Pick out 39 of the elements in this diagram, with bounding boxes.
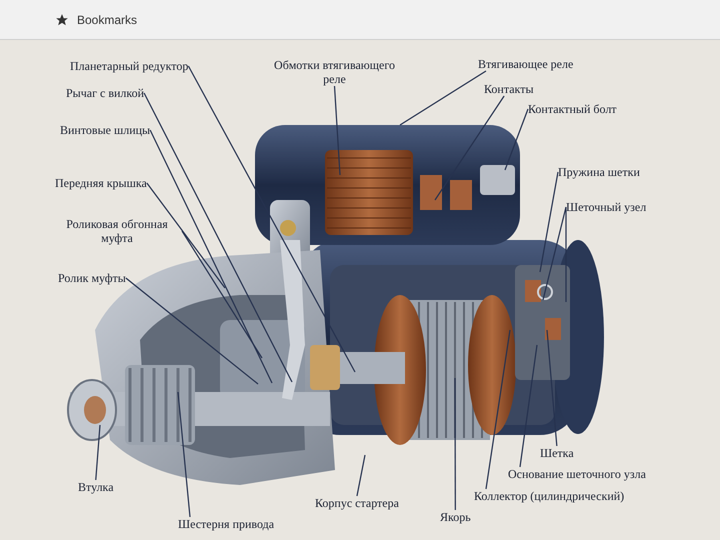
leader-line — [542, 206, 567, 300]
leader-line — [95, 424, 101, 480]
leader-line — [188, 66, 356, 372]
part-label: Планетарный редуктор — [70, 59, 188, 73]
leader-line — [519, 344, 538, 468]
part-label: Обмотки втягивающего реле — [272, 58, 397, 86]
part-label: Контактный болт — [528, 102, 617, 116]
leader-line — [334, 86, 341, 176]
leader-line — [504, 108, 529, 170]
leader-line — [177, 392, 191, 518]
part-label: Якорь — [440, 510, 471, 524]
bookmarks-text: Bookmarks — [77, 12, 138, 28]
part-label: Шестерня привода — [178, 517, 274, 531]
leader-line — [565, 207, 567, 302]
part-label: Роликовая обгонная муфта — [52, 217, 182, 245]
leader-line — [400, 70, 486, 126]
part-label: Винтовые шлицы — [60, 123, 150, 137]
leader-line — [144, 92, 293, 382]
leader-line — [150, 130, 273, 384]
part-label: Втягивающее реле — [478, 57, 574, 71]
part-label: Основание шеточного узла — [508, 467, 646, 481]
leader-line — [182, 230, 262, 358]
part-label: Передняя крышка — [55, 176, 147, 190]
leader-line — [485, 330, 511, 490]
part-label: Рычаг с вилкой — [66, 86, 144, 100]
part-label: Контакты — [484, 82, 534, 96]
part-label: Коллектор (цилиндрический) — [474, 489, 624, 503]
leader-line — [146, 182, 226, 288]
leader-line — [356, 454, 366, 496]
part-label: Ролик муфты — [58, 271, 126, 285]
part-label: Шеточный узел — [566, 200, 646, 214]
part-label: Шетка — [540, 446, 574, 460]
leader-line — [454, 378, 456, 510]
leader-line — [434, 96, 505, 200]
part-label: Пружина шетки — [558, 165, 640, 179]
part-label: Втулка — [78, 480, 114, 494]
leader-line — [125, 278, 258, 384]
part-label: Корпус стартера — [315, 496, 399, 510]
leader-line — [539, 172, 559, 272]
